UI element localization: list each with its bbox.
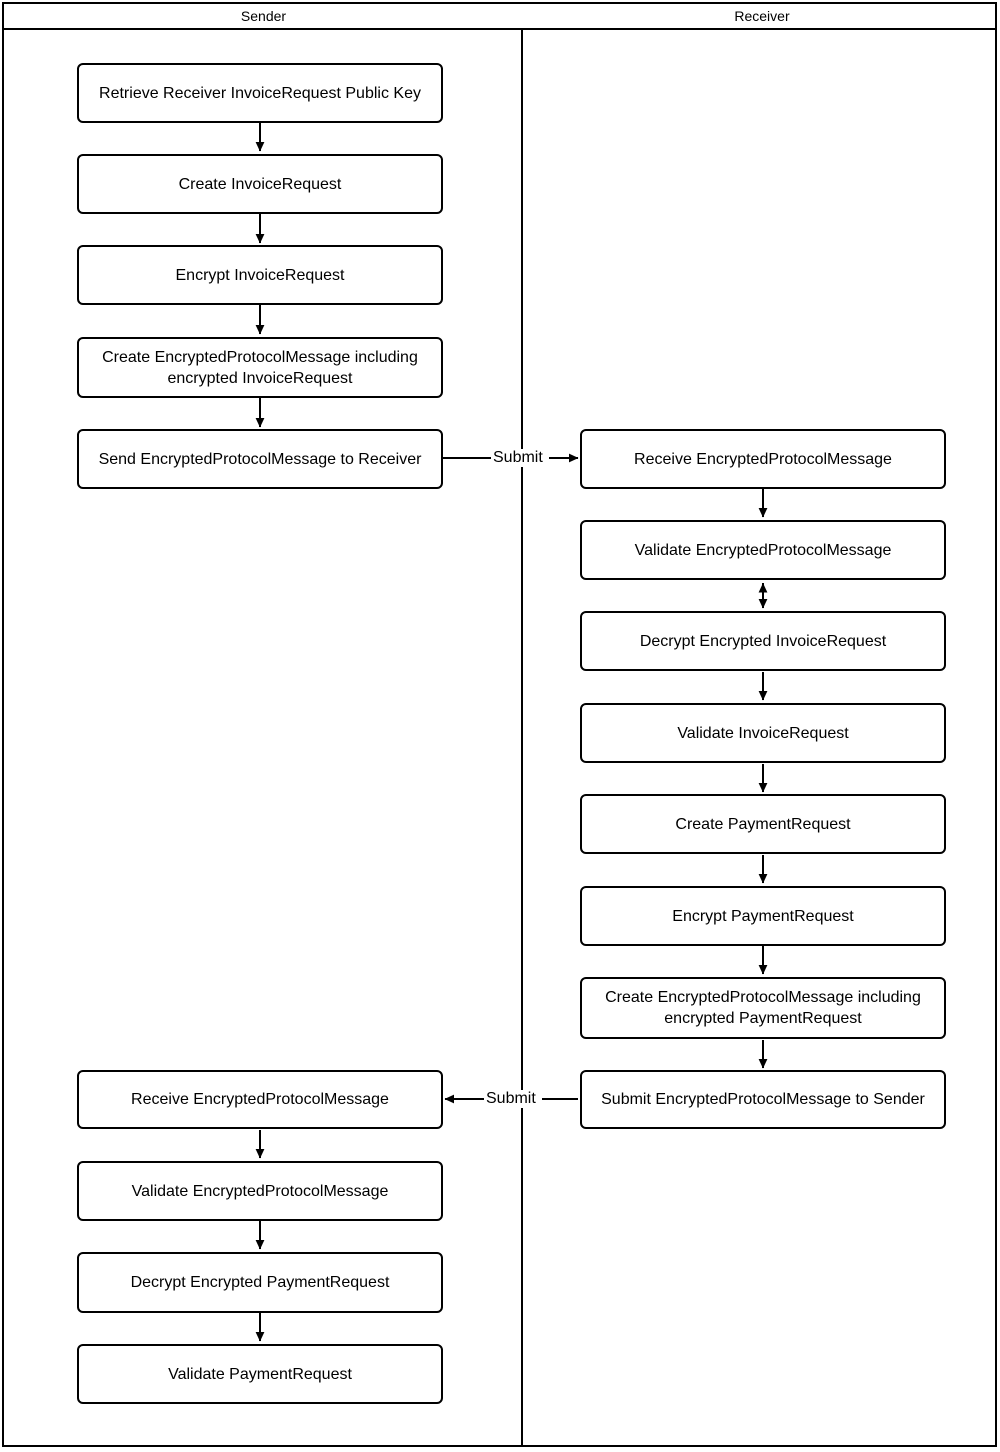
node-create-paymentrequest[interactable]: Create PaymentRequest: [580, 794, 946, 854]
node-encrypt-invoicerequest[interactable]: Encrypt InvoiceRequest: [77, 245, 443, 305]
node-retrieve-receiver-public-key[interactable]: Retrieve Receiver InvoiceRequest Public …: [77, 63, 443, 123]
edge-label-submit-to-sender: Submit: [484, 1090, 538, 1108]
lane-title-sender: Sender: [240, 8, 287, 24]
edge-label-submit-to-receiver: Submit: [491, 449, 545, 467]
node-receive-epm[interactable]: Receive EncryptedProtocolMessage: [580, 429, 946, 489]
node-create-invoicerequest[interactable]: Create InvoiceRequest: [77, 154, 443, 214]
lane-title-receiver: Receiver: [734, 8, 790, 24]
lane-header-row: Sender Receiver: [2, 2, 997, 30]
node-validate-epm[interactable]: Validate EncryptedProtocolMessage: [580, 520, 946, 580]
node-validate-invoicerequest[interactable]: Validate InvoiceRequest: [580, 703, 946, 763]
node-decrypt-encrypted-invoicerequest[interactable]: Decrypt Encrypted InvoiceRequest: [580, 611, 946, 671]
node-submit-epm-to-sender[interactable]: Submit EncryptedProtocolMessage to Sende…: [580, 1070, 946, 1129]
node-encrypt-paymentrequest[interactable]: Encrypt PaymentRequest: [580, 886, 946, 946]
node-decrypt-encrypted-paymentrequest[interactable]: Decrypt Encrypted PaymentRequest: [77, 1252, 443, 1313]
node-create-epm-invoicerequest[interactable]: Create EncryptedProtocolMessage includin…: [77, 337, 443, 398]
node-validate-epm-sender[interactable]: Validate EncryptedProtocolMessage: [77, 1161, 443, 1221]
node-send-epm-to-receiver[interactable]: Send EncryptedProtocolMessage to Receive…: [77, 429, 443, 489]
node-receive-epm-sender[interactable]: Receive EncryptedProtocolMessage: [77, 1070, 443, 1129]
node-create-epm-paymentrequest[interactable]: Create EncryptedProtocolMessage includin…: [580, 977, 946, 1039]
node-validate-paymentrequest[interactable]: Validate PaymentRequest: [77, 1344, 443, 1404]
lane-divider: [521, 30, 523, 1447]
